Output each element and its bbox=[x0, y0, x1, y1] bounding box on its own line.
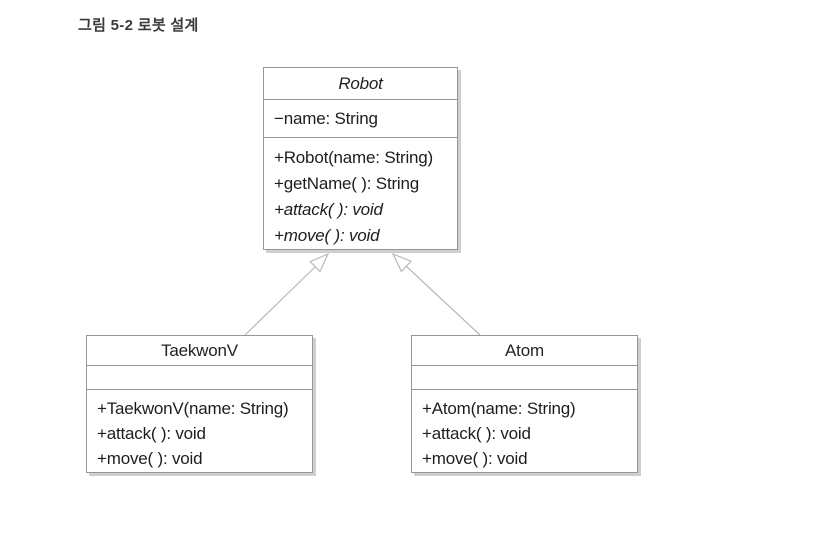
method-atom-constructor: +Atom(name: String) bbox=[422, 399, 576, 418]
method-move-abstract: +move( ): void bbox=[274, 226, 380, 245]
methods-compartment-robot: +Robot(name: String) +getName( ): String… bbox=[264, 137, 457, 251]
figure-caption: 그림 5-2 로봇 설계 bbox=[78, 17, 199, 34]
generalization-taekwonv-to-robot bbox=[244, 252, 330, 336]
method-robot-constructor: +Robot(name: String) bbox=[274, 148, 433, 167]
class-box-atom: Atom +Atom(name: String) +attack( ): voi… bbox=[411, 335, 638, 473]
attributes-compartment-robot: −name: String bbox=[264, 99, 457, 137]
method-taekwonv-constructor: +TaekwonV(name: String) bbox=[97, 399, 289, 418]
class-name-robot: Robot bbox=[338, 73, 383, 93]
generalization-line bbox=[405, 265, 481, 336]
attributes-compartment-taekwonv bbox=[87, 365, 312, 389]
method-attack: +attack( ): void bbox=[97, 424, 206, 443]
class-box-taekwonv: TaekwonV +TaekwonV(name: String) +attack… bbox=[86, 335, 313, 473]
methods-compartment-atom: +Atom(name: String) +attack( ): void +mo… bbox=[412, 389, 637, 473]
method-attack-abstract: +attack( ): void bbox=[274, 200, 383, 219]
hollow-triangle-arrowhead bbox=[309, 252, 330, 273]
attribute-name: −name: String bbox=[274, 108, 378, 128]
method-getname: +getName( ): String bbox=[274, 174, 420, 193]
class-name-atom: Atom bbox=[505, 340, 544, 360]
method-move: +move( ): void bbox=[422, 449, 528, 468]
class-name-taekwonv: TaekwonV bbox=[161, 340, 238, 360]
hollow-triangle-arrowhead bbox=[391, 252, 413, 273]
methods-compartment-taekwonv: +TaekwonV(name: String) +attack( ): void… bbox=[87, 389, 312, 473]
generalization-atom-to-robot bbox=[391, 252, 481, 336]
attributes-compartment-atom bbox=[412, 365, 637, 389]
generalization-line bbox=[244, 266, 316, 336]
method-attack: +attack( ): void bbox=[422, 424, 531, 443]
class-box-robot: Robot −name: String +Robot(name: String)… bbox=[263, 67, 458, 250]
method-move: +move( ): void bbox=[97, 449, 203, 468]
